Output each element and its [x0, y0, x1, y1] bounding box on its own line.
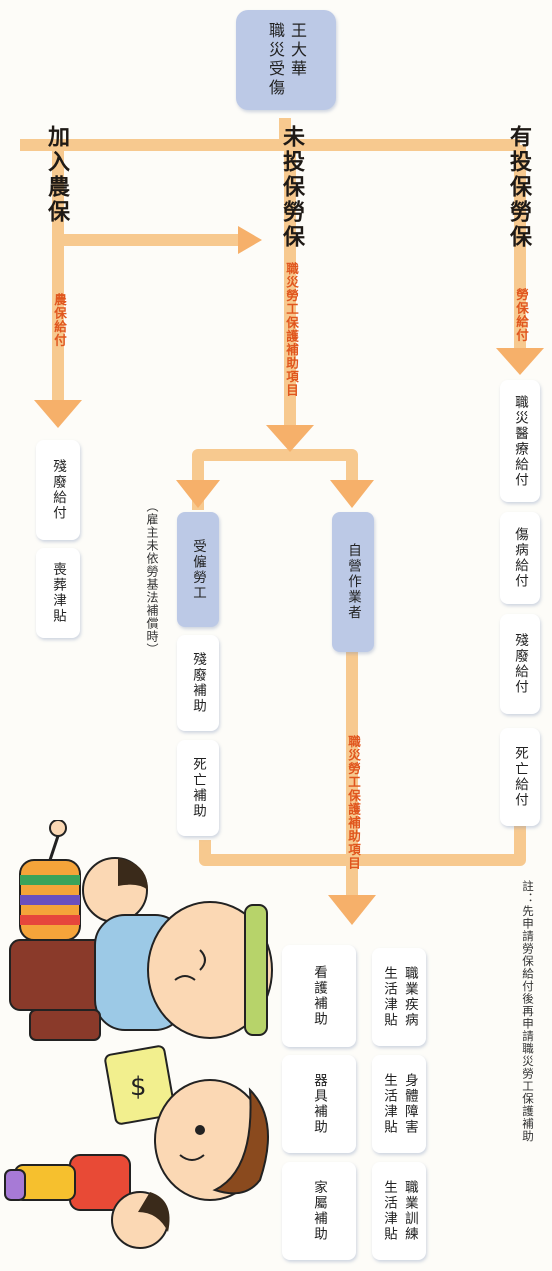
cartoon-illustration: $ [4, 820, 273, 1249]
employee-item-disability: 殘廢補助 [177, 635, 219, 731]
svg-text:$: $ [130, 1072, 147, 1102]
employee-item-label: 殘廢補助 [190, 652, 206, 714]
final-item-line2: 生活津貼 [381, 1073, 397, 1135]
final-item-line1: 身體障害 [401, 1073, 418, 1135]
employee-box: 受僱勞工 [177, 512, 219, 627]
employee-note: （雇主未依勞基法補償時） [145, 500, 159, 656]
final-item-label: 看護補助 [311, 965, 327, 1027]
farmer-item-disability: 殘廢給付 [36, 440, 80, 540]
arrow-uninsured-down [266, 425, 314, 452]
final-item-label: 家屬補助 [311, 1180, 327, 1242]
farmer-item-funeral: 喪葬津貼 [36, 548, 80, 638]
labor-item-medical: 職災醫療給付 [500, 380, 540, 502]
arrow-uninsured-right [238, 226, 262, 254]
labor-item-disability: 殘廢給付 [500, 614, 540, 714]
labor-item-label: 職災醫療給付 [512, 394, 528, 488]
arrow-final [328, 895, 376, 925]
final-disability-allowance: 身體障害 生活津貼 [372, 1055, 426, 1153]
final-item-line2: 生活津貼 [381, 966, 397, 1028]
labor-item-death: 死亡給付 [500, 728, 540, 826]
final-family-subsidy: 家屬補助 [282, 1162, 356, 1260]
labor-item-label: 傷病給付 [512, 527, 528, 589]
self-employed-label: 自營作業者 [345, 543, 361, 621]
final-nursing-subsidy: 看護補助 [282, 945, 356, 1047]
employee-item-label: 死亡補助 [190, 757, 206, 819]
arrow-self-employed [330, 480, 374, 508]
arrow-labor [496, 348, 544, 375]
child-figure-icon [4, 1154, 170, 1249]
arrow-employee [176, 480, 220, 508]
arrow-farmer [34, 400, 82, 428]
final-item-line1: 職業訓練 [401, 1180, 418, 1242]
employee-merge-line [199, 840, 352, 866]
woman-figure-icon [154, 1079, 269, 1201]
employee-label: 受僱勞工 [190, 538, 206, 601]
final-item-line2: 生活津貼 [381, 1180, 397, 1242]
employee-item-death: 死亡補助 [177, 740, 219, 836]
edge-protection-items-2: 職災勞工保護補助項目 [346, 735, 361, 870]
root-name: 王大華 [288, 22, 307, 79]
final-vocational-training-allowance: 職業訓練 生活津貼 [372, 1162, 426, 1260]
edge-labor-benefit: 勞保給付 [514, 288, 529, 342]
branch-labor-insured: 有投保勞保 [506, 125, 531, 250]
final-device-subsidy: 器具補助 [282, 1055, 356, 1153]
edge-protection-items: 職災勞工保護補助項目 [284, 262, 299, 397]
labor-merge-line [352, 825, 526, 866]
final-item-label: 器具補助 [311, 1073, 327, 1135]
farmer-item-label: 殘廢給付 [50, 459, 66, 521]
edge-farmer-benefit: 農保給付 [52, 293, 67, 347]
root-box: 王大華 職災受傷 [236, 10, 336, 110]
branch-farmer-insured: 加入農保 [44, 125, 69, 225]
farmer-item-label: 喪葬津貼 [50, 562, 66, 624]
self-employed-box: 自營作業者 [332, 512, 374, 652]
root-status: 職災受傷 [266, 22, 285, 98]
money-bag-icon: $ [104, 1045, 176, 1125]
note-apply-order: 註：先申請勞保給付後再申請職災勞工保護補助 [521, 880, 535, 1143]
final-occupational-disease-allowance: 職業疾病 生活津貼 [372, 948, 426, 1046]
adult-figure-icon [9, 901, 273, 1041]
labor-item-injury: 傷病給付 [500, 512, 540, 604]
labor-item-label: 殘廢給付 [512, 633, 528, 695]
branch-not-insured: 未投保勞保 [279, 125, 304, 250]
labor-item-label: 死亡給付 [512, 746, 528, 808]
final-item-line1: 職業疾病 [401, 966, 418, 1028]
split-line [192, 449, 358, 510]
